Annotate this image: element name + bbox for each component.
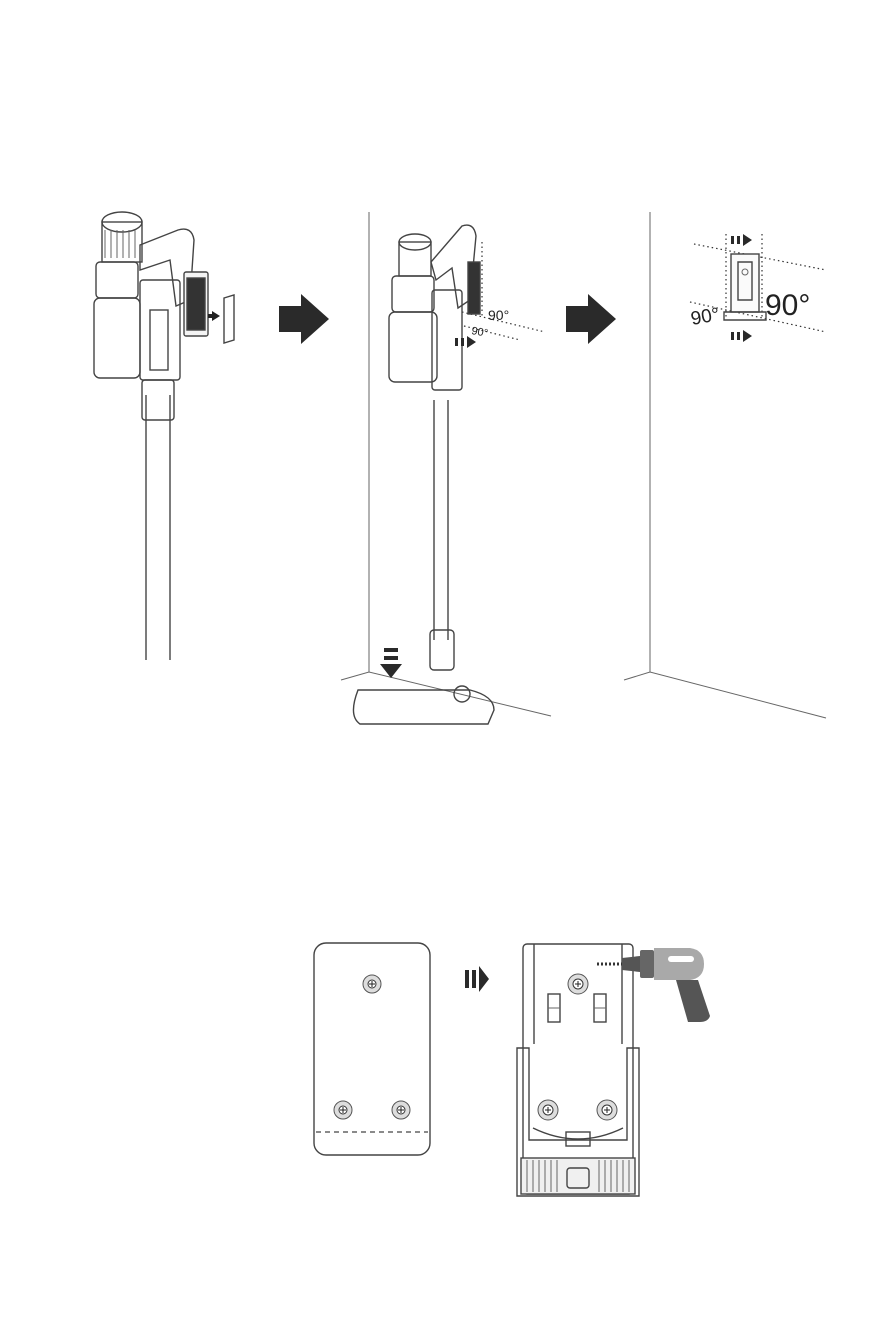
- screw-icon: [334, 1101, 352, 1119]
- small-arrow-icon: [731, 330, 752, 342]
- angle-label-vertical: 90°: [488, 307, 509, 323]
- screw-icon: [568, 974, 588, 994]
- small-arrow-icon: [731, 234, 752, 246]
- screw-icon: [538, 1100, 558, 1120]
- down-arrow-icon: [380, 648, 402, 678]
- step2-wall-alignment-illustration: 90° 90°: [341, 212, 551, 724]
- small-arrow-icon: [208, 311, 220, 321]
- step3-bracket-alignment-illustration: 90° 90°: [624, 212, 826, 718]
- screw-icon: [597, 1100, 617, 1120]
- step1-vacuum-illustration: [94, 212, 234, 660]
- screw-icon: [392, 1101, 410, 1119]
- angle-label-large: 90°: [765, 289, 810, 322]
- small-arrow-icon: [465, 966, 489, 992]
- drill-icon: [597, 948, 710, 1022]
- screw-icon: [363, 975, 381, 993]
- right-arrow-icon: [566, 294, 616, 344]
- right-arrow-icon: [279, 294, 329, 344]
- small-arrow-icon: [455, 336, 476, 348]
- wall-bracket-illustration: [517, 944, 639, 1196]
- drilling-template: [314, 943, 430, 1155]
- angle-label-large-rotated: 90°: [689, 304, 721, 330]
- angle-label-horizontal: 90°: [470, 325, 488, 340]
